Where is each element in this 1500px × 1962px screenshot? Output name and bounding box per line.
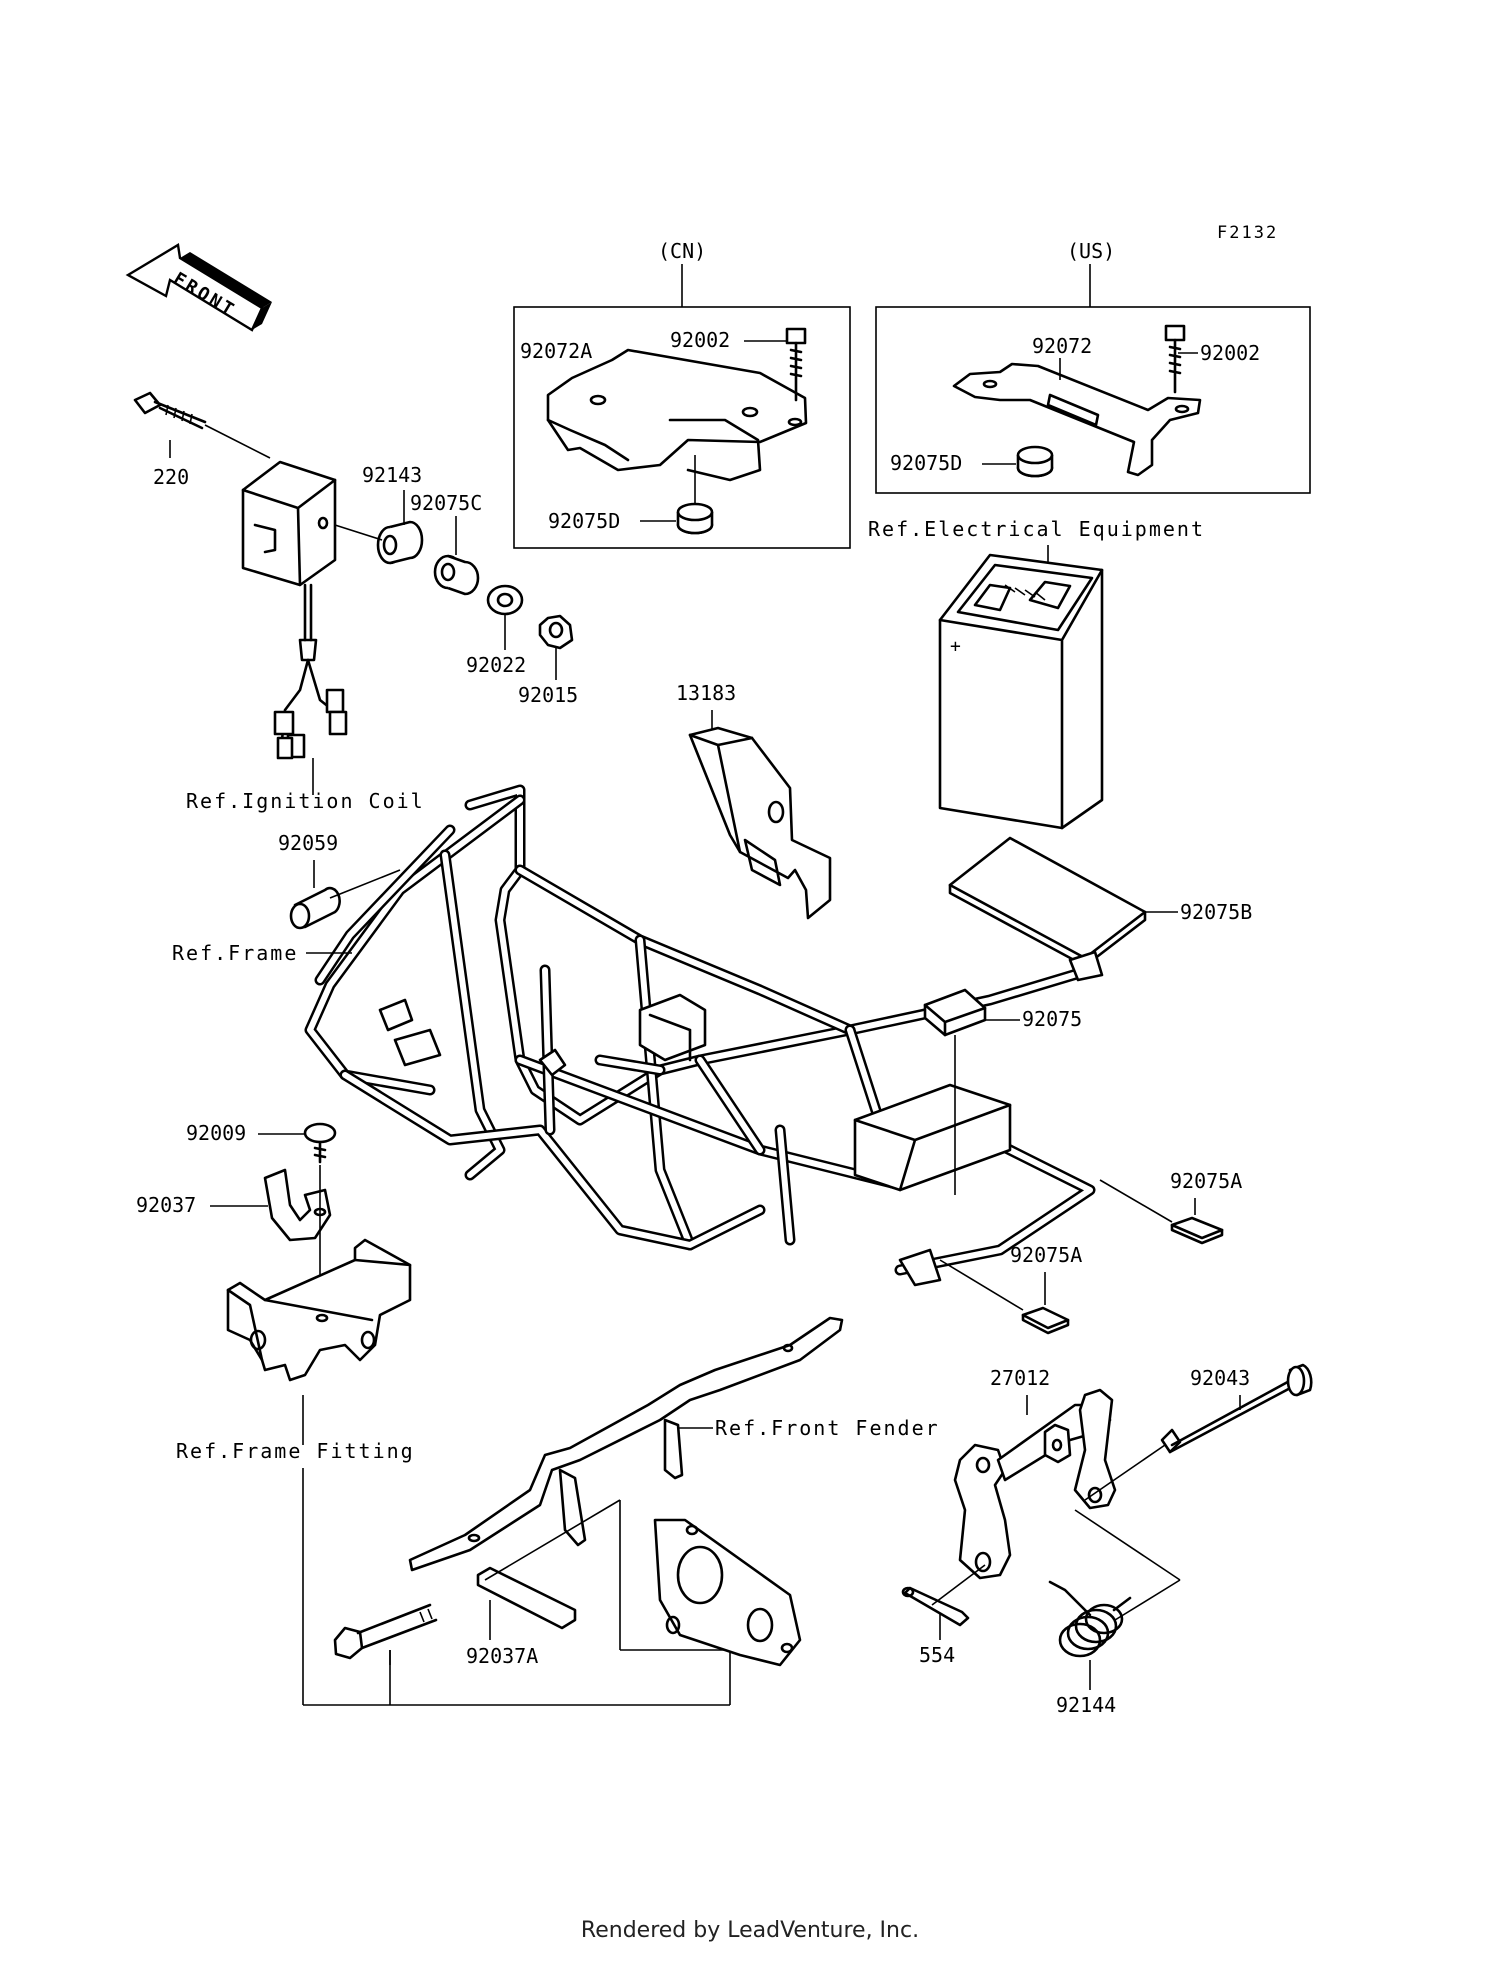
- grommet-92075C[interactable]: [433, 554, 480, 596]
- front-arrow-icon: FRONT: [125, 243, 272, 332]
- shaft-92043[interactable]: [1160, 1363, 1313, 1454]
- cover-13183[interactable]: [688, 726, 832, 920]
- label-220: 220: [153, 465, 189, 489]
- collar-92143[interactable]: [376, 520, 424, 565]
- cotter-pin-554[interactable]: [901, 1586, 970, 1627]
- battery: +: [938, 553, 1104, 830]
- us-variant-box: [875, 306, 1311, 494]
- bolt-92002-cn[interactable]: [785, 327, 807, 402]
- label-92022: 92022: [466, 653, 526, 677]
- label-92075C: 92075C: [410, 491, 482, 515]
- region-us-label: (US): [1067, 239, 1115, 263]
- pad-92075A-lower[interactable]: [1021, 1306, 1070, 1335]
- label-92075D-us: 92075D: [890, 451, 962, 475]
- pad-92075A-right[interactable]: [1170, 1216, 1224, 1245]
- label-92002-us: 92002: [1200, 341, 1260, 365]
- label-92037A: 92037A: [466, 1644, 538, 1668]
- bolt-92009[interactable]: [303, 1122, 337, 1164]
- spring-92144[interactable]: [1048, 1580, 1132, 1658]
- fitting-bracket[interactable]: [226, 1238, 412, 1382]
- region-cn-label: (CN): [658, 239, 706, 263]
- label-92037: 92037: [136, 1193, 196, 1217]
- washer-92022[interactable]: [486, 584, 524, 616]
- label-92075: 92075: [1022, 1007, 1082, 1031]
- label-92075A-lower: 92075A: [1010, 1243, 1082, 1267]
- cdi-unit[interactable]: [241, 460, 348, 760]
- label-92072: 92072: [1032, 334, 1092, 358]
- pad-92075B[interactable]: [948, 836, 1147, 968]
- bolt-long[interactable]: [333, 1603, 438, 1660]
- pedal-27012[interactable]: [953, 1388, 1117, 1580]
- grommet-92075D-us[interactable]: [1016, 445, 1054, 478]
- label-27012: 27012: [990, 1366, 1050, 1390]
- label-92009: 92009: [186, 1121, 246, 1145]
- ref-front-fender[interactable]: Ref.Front Fender: [715, 1416, 940, 1440]
- label-92075B: 92075B: [1180, 900, 1252, 924]
- label-92015: 92015: [518, 683, 578, 707]
- plate-92037A[interactable]: [476, 1566, 577, 1630]
- label-92143: 92143: [362, 463, 422, 487]
- label-92002-cn: 92002: [670, 328, 730, 352]
- label-92072A: 92072A: [520, 339, 592, 363]
- label-92043: 92043: [1190, 1366, 1250, 1390]
- label-92059: 92059: [278, 831, 338, 855]
- fender-bracket: [408, 1316, 844, 1572]
- label-13183: 13183: [676, 681, 736, 705]
- label-92144: 92144: [1056, 1693, 1116, 1717]
- bracket-92072[interactable]: [952, 362, 1202, 477]
- figure-code: F2132: [1217, 223, 1278, 243]
- ref-ignition-coil[interactable]: Ref.Ignition Coil: [186, 789, 425, 813]
- frame: [304, 784, 1104, 1287]
- svg-text:+: +: [950, 636, 961, 657]
- bracket-92072A[interactable]: [546, 348, 808, 482]
- bracket-plate[interactable]: [653, 1518, 802, 1667]
- label-554: 554: [919, 1643, 955, 1667]
- ref-frame[interactable]: Ref.Frame: [172, 941, 298, 965]
- ref-electrical-equipment[interactable]: Ref.Electrical Equipment: [868, 517, 1205, 541]
- grommet-92075D-cn[interactable]: [676, 502, 714, 535]
- render-credit: Rendered by LeadVenture, Inc.: [580, 1918, 920, 1943]
- cap-92075[interactable]: [923, 988, 987, 1037]
- cap-92059[interactable]: [289, 886, 341, 930]
- label-92075A-right: 92075A: [1170, 1169, 1242, 1193]
- bolt-220[interactable]: [133, 391, 207, 430]
- bolt-92002-us[interactable]: [1164, 324, 1186, 394]
- label-92075D-cn: 92075D: [548, 509, 620, 533]
- nut-92015[interactable]: [538, 614, 574, 650]
- ref-frame-fitting[interactable]: Ref.Frame Fitting: [176, 1439, 415, 1463]
- cn-variant-box: [513, 306, 851, 549]
